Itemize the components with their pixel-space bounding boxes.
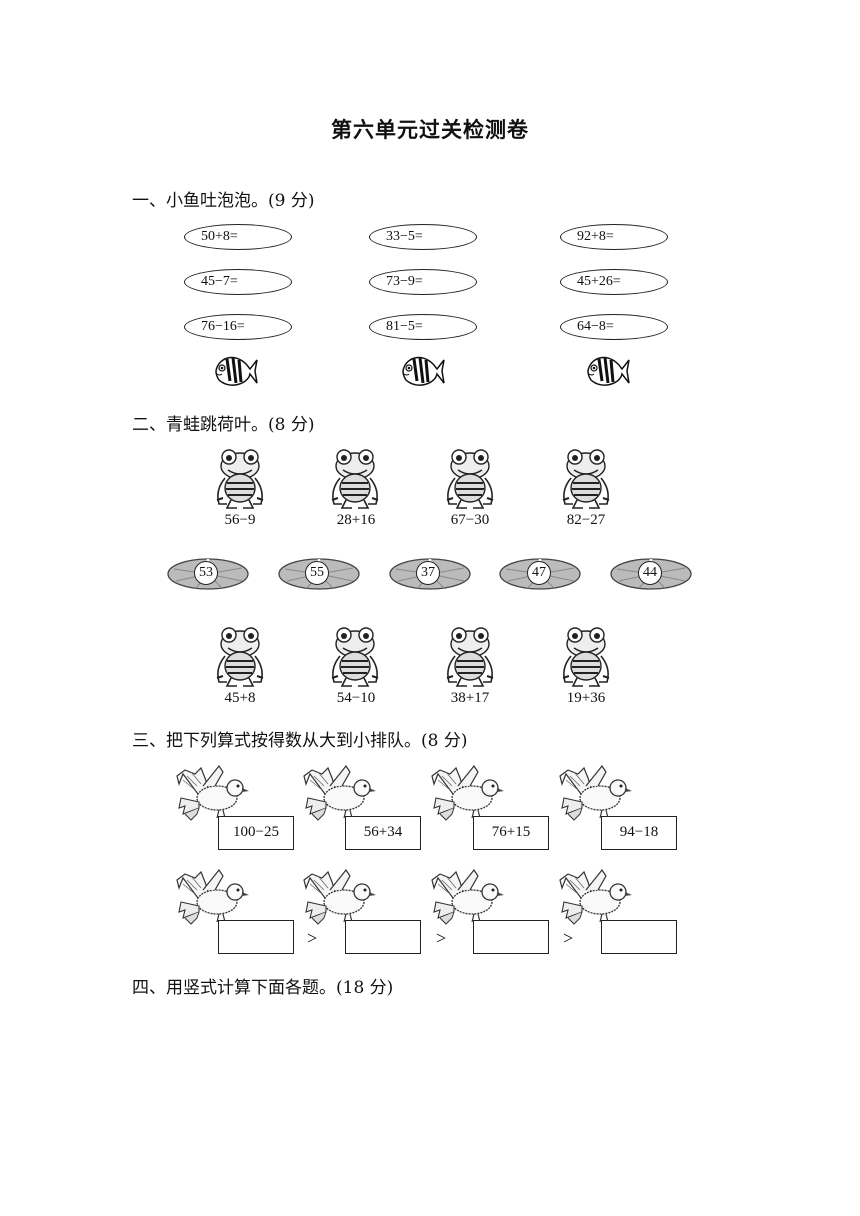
lily-pad-number: 37 [416, 561, 440, 585]
expression-card: 56+34 [345, 816, 421, 850]
bubble-equation: 76−16= [184, 314, 292, 340]
frog-expression: 67−30 [450, 512, 490, 528]
section-4-heading: 四、用竖式计算下面各题。(18 分) [132, 978, 394, 998]
frog-icon [328, 448, 382, 510]
section-3-heading: 三、把下列算式按得数从大到小排队。(8 分) [132, 731, 468, 751]
fish-icon [399, 350, 445, 390]
frog-expression: 54−10 [336, 690, 376, 706]
answer-box[interactable] [345, 920, 421, 954]
frog-icon [213, 626, 267, 688]
lily-pad-number: 55 [305, 561, 329, 585]
answer-box[interactable] [218, 920, 294, 954]
frog-icon [328, 626, 382, 688]
greater-than-symbol: > [436, 928, 447, 948]
expression-card: 94−18 [601, 816, 677, 850]
lily-pad-number: 47 [527, 561, 551, 585]
bubble-equation: 45+26= [560, 269, 668, 295]
answer-box[interactable] [473, 920, 549, 954]
bubble-equation: 64−8= [560, 314, 668, 340]
expression-card: 100−25 [218, 816, 294, 850]
frog-expression: 82−27 [566, 512, 606, 528]
frog-expression: 45+8 [224, 690, 256, 706]
frog-expression: 56−9 [224, 512, 256, 528]
fish-icon [584, 350, 630, 390]
frog-icon [559, 626, 613, 688]
frog-icon [443, 626, 497, 688]
expression-card: 76+15 [473, 816, 549, 850]
greater-than-symbol: > [307, 928, 318, 948]
lily-pad-number: 53 [194, 561, 218, 585]
frog-expression: 19+36 [566, 690, 606, 706]
lily-pad-number: 44 [638, 561, 662, 585]
bubble-equation: 73−9= [369, 269, 477, 295]
section-2-heading: 二、青蛙跳荷叶。(8 分) [132, 415, 315, 435]
fish-icon [212, 350, 258, 390]
bubble-equation: 92+8= [560, 224, 668, 250]
page-title: 第六单元过关检测卷 [331, 118, 529, 142]
greater-than-symbol: > [563, 928, 574, 948]
section-1-heading: 一、小鱼吐泡泡。(9 分) [132, 191, 315, 211]
answer-box[interactable] [601, 920, 677, 954]
bubble-equation: 81−5= [369, 314, 477, 340]
frog-expression: 28+16 [336, 512, 376, 528]
bubble-equation: 45−7= [184, 269, 292, 295]
bubble-equation: 33−5= [369, 224, 477, 250]
frog-icon [559, 448, 613, 510]
frog-icon [443, 448, 497, 510]
bubble-equation: 50+8= [184, 224, 292, 250]
frog-icon [213, 448, 267, 510]
frog-expression: 38+17 [450, 690, 490, 706]
